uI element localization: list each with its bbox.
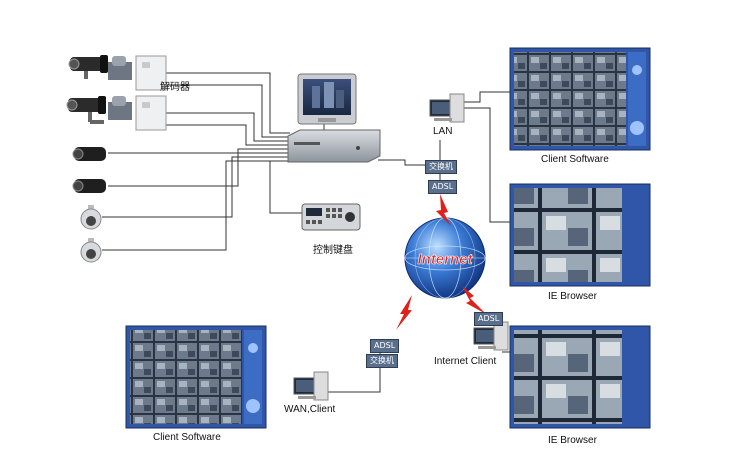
client-software-bottom-label: Client Software: [153, 432, 221, 443]
decoder-label: 解码器: [160, 82, 190, 93]
client-software-top-label: Client Software: [541, 154, 609, 165]
bullet-camera-icon: [72, 147, 106, 161]
adsl-tag-left: ADSL: [370, 339, 400, 353]
ie-browser-screen: [509, 325, 651, 429]
adsl-tag-right: ADSL: [474, 312, 504, 326]
computer-workstation-icon: [293, 371, 329, 401]
client-software-screen: [125, 325, 267, 429]
ie-browser-screen: [509, 183, 651, 287]
lan-label: LAN: [433, 126, 453, 137]
control-keyboard-label: 控制键盘: [313, 245, 353, 256]
ie-browser-bottom-label: IE Browser: [548, 435, 597, 446]
wan-client-label: WAN,Client: [284, 404, 336, 415]
dvr-recorder-icon: [287, 129, 381, 163]
bullet-camera-icon: [68, 55, 108, 79]
switch-tag-left: 交换机: [366, 354, 398, 368]
adsl-tag-top: ADSL: [428, 180, 458, 194]
control-keyboard-icon: [301, 203, 361, 231]
computer-workstation-icon: [473, 321, 509, 351]
internet-client-label: Internet Client: [434, 356, 497, 367]
crt-monitor-icon: [297, 73, 357, 125]
decoder-box-icon: [108, 55, 167, 91]
wiring: [102, 72, 512, 393]
ie-browser-top-label: IE Browser: [548, 291, 597, 302]
decoder-box-icon: [108, 95, 167, 131]
internet-label: Internet: [417, 251, 473, 268]
dome-camera-icon: [80, 238, 102, 263]
dome-camera-icon: [80, 205, 102, 230]
lightning-link-icon: [462, 286, 486, 314]
switch-tag-top: 交换机: [425, 160, 457, 174]
client-software-screen: [509, 47, 651, 151]
computer-workstation-icon: [429, 93, 465, 123]
bullet-camera-icon: [72, 179, 106, 193]
lightning-link-icon: [396, 295, 412, 330]
lightning-link-icon: [436, 194, 451, 226]
bullet-camera-icon: [66, 96, 106, 124]
